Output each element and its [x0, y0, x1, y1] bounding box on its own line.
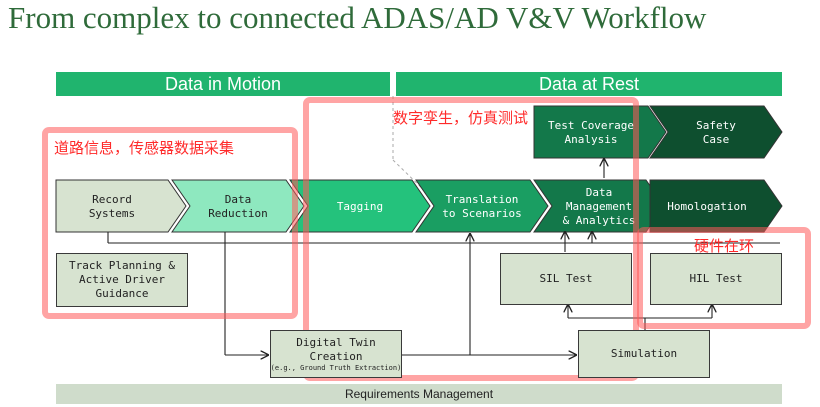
data-at-rest-band: Data at Rest — [396, 72, 782, 96]
hil-test-box: HIL Test — [650, 253, 782, 305]
data-management-label: Management — [566, 200, 632, 213]
highlight-middle — [303, 97, 639, 381]
safety-case-chevron — [649, 105, 783, 159]
digital-twin-note: (e.g., Ground Truth Extraction) — [270, 363, 402, 372]
track-planning-box: Track Planning & Active Driver Guidance — [56, 253, 188, 307]
highlight-left — [42, 127, 298, 319]
data-reduction-label: Data — [225, 193, 252, 206]
requirements-bar: Requirements Management — [56, 384, 782, 404]
homologation-chevron — [649, 179, 783, 233]
annotation-hil: 硬件在环 — [694, 237, 755, 255]
sil-test-box: SIL Test — [500, 253, 632, 305]
record-systems-label: Systems — [89, 207, 135, 220]
simulation-box: Simulation — [578, 330, 710, 378]
safety-case-label: Case — [703, 133, 730, 146]
test-coverage-analysis-chevron — [533, 105, 667, 159]
translation-to-scenarios-chevron — [415, 179, 549, 233]
translation-to-scenarios-label: Translation — [446, 193, 519, 206]
test-coverage-analysis-label: Analysis — [565, 133, 618, 146]
page-title: From complex to connected ADAS/AD V&V Wo… — [8, 0, 707, 35]
homologation-label: Homologation — [667, 200, 746, 213]
data-in-motion-band: Data in Motion — [56, 72, 390, 96]
data-reduction-chevron — [171, 179, 305, 233]
annotation-digital-twin: 数字孪生，仿真测试 — [393, 109, 529, 127]
test-coverage-analysis-label: Test Coverage — [548, 119, 634, 132]
digital-twin-label: Digital Twin Creation — [296, 335, 376, 363]
highlight-right — [637, 227, 811, 329]
record-systems-label: Record — [92, 193, 132, 206]
annotation-road-info: 道路信息，传感器数据采集 — [54, 139, 235, 157]
pipeline-chevrons: RecordSystemsDataReductionTaggingTransla… — [55, 179, 783, 233]
tagging-label: Tagging — [337, 200, 383, 213]
data-reduction-label: Reduction — [208, 207, 268, 220]
translation-to-scenarios-label: to Scenarios — [442, 207, 521, 220]
data-management-label: Data — [586, 186, 613, 199]
record-systems-chevron — [55, 179, 187, 233]
digital-twin-box: Digital Twin Creation (e.g., Ground Trut… — [270, 330, 402, 378]
data-management-label: & Analytics — [563, 214, 636, 227]
safety-case-label: Safety — [696, 119, 736, 132]
